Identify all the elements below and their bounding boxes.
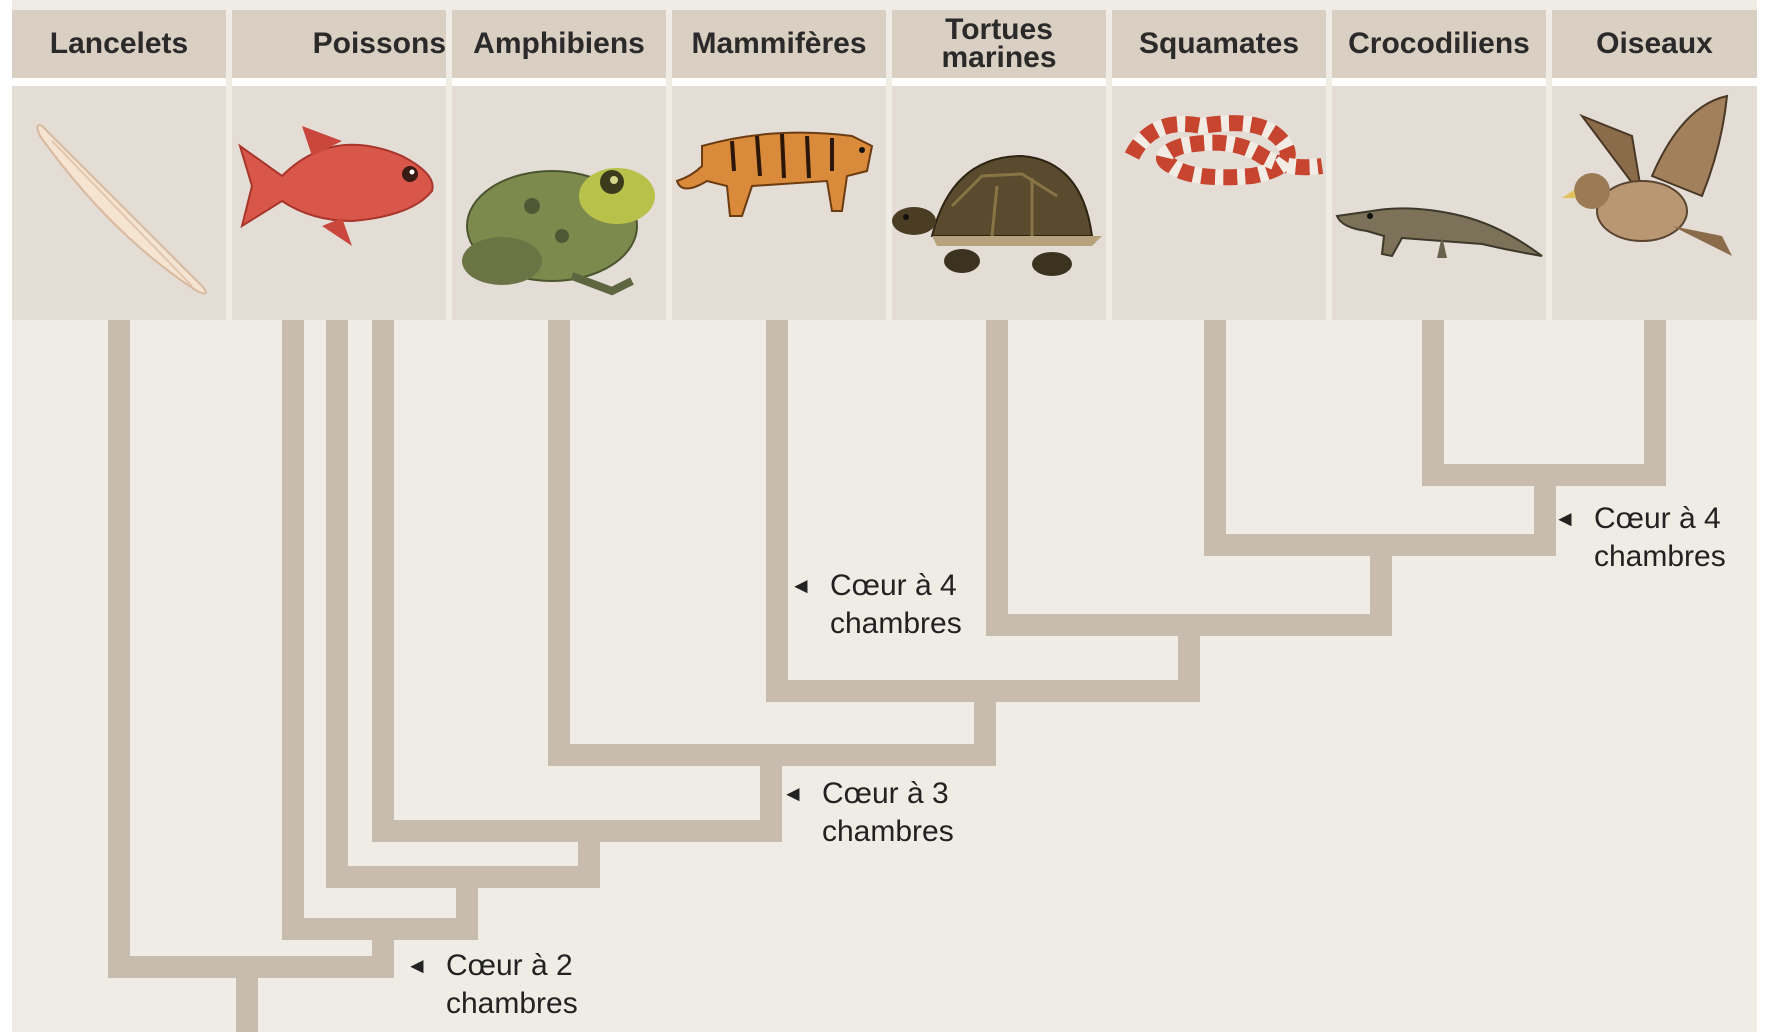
taxon-column-mammiferes: Mammifères	[672, 10, 886, 320]
bird-icon	[1552, 86, 1757, 320]
taxon-label-mammiferes: Mammifères	[672, 10, 886, 86]
fish-icon	[232, 86, 446, 320]
tree-branches	[108, 318, 1666, 1032]
crocodile-icon	[1332, 86, 1546, 320]
branch-squamates	[1204, 318, 1226, 556]
taxon-column-amphibiens: Amphibiens	[452, 10, 666, 320]
arrow-left-icon: ◄	[782, 775, 804, 813]
branch-crocodiliens	[1422, 318, 1444, 486]
taxon-column-squamates: Squamates	[1112, 10, 1326, 320]
taxon-column-crocodiliens: Crocodiliens	[1332, 10, 1546, 320]
taxon-label-oiseaux: Oiseaux	[1552, 10, 1757, 86]
branch-poissons-1	[282, 318, 304, 940]
annotation-four-chambers-a-line1: Cœur à 4	[830, 569, 957, 602]
lancelet-icon	[12, 86, 226, 320]
annotation-four-chambers-b-line2: chambres	[1594, 538, 1726, 576]
branch-mammiferes	[766, 318, 788, 702]
arrow-left-icon: ◄	[1554, 500, 1576, 538]
snake-icon	[1112, 86, 1326, 320]
taxon-label-lancelets: Lancelets	[12, 10, 226, 86]
taxon-label-squamates: Squamates	[1112, 10, 1326, 86]
branch-lancelets	[108, 318, 130, 978]
annotation-two-chambers: ◄ Cœur à 2 chambres	[446, 947, 578, 1023]
frog-icon	[452, 86, 666, 320]
annotation-three-chambers-line1: Cœur à 3	[822, 777, 949, 810]
taxon-label-tortues-word: Tortues	[945, 16, 1053, 44]
taxon-label-crocodiliens: Crocodiliens	[1332, 10, 1546, 86]
branch-poissons-2	[326, 318, 348, 888]
annotation-four-chambers-b-line1: Cœur à 4	[1594, 502, 1721, 535]
annotation-two-chambers-line2: chambres	[446, 985, 578, 1023]
taxon-label-amphibiens: Amphibiens	[452, 10, 666, 86]
annotation-four-chambers-a-line2: chambres	[830, 605, 962, 643]
branch-poissons-3	[372, 318, 394, 842]
arrow-left-icon: ◄	[790, 567, 812, 605]
annotation-four-chambers-b: ◄ Cœur à 4 chambres	[1594, 500, 1726, 576]
annotation-three-chambers: ◄ Cœur à 3 chambres	[822, 775, 954, 851]
taxon-label-poissons: Poissons	[232, 10, 446, 86]
turtle-icon	[892, 86, 1106, 320]
taxon-column-oiseaux: Oiseaux	[1552, 10, 1757, 320]
annotation-two-chambers-line1: Cœur à 2	[446, 949, 573, 982]
branch-amphibiens	[548, 318, 570, 766]
annotation-four-chambers-a: ◄ Cœur à 4 chambres	[830, 567, 962, 643]
tiger-icon	[672, 86, 886, 320]
taxon-column-poissons: Poissons	[232, 10, 446, 320]
taxon-label-tortues-word: marines	[941, 44, 1056, 72]
root-branch	[236, 956, 258, 1032]
arrow-left-icon: ◄	[406, 947, 428, 985]
branch-tortues	[986, 318, 1008, 636]
annotation-three-chambers-line2: chambres	[822, 813, 954, 851]
branch-oiseaux	[1644, 318, 1666, 486]
taxon-column-lancelets: Lancelets	[12, 10, 226, 320]
